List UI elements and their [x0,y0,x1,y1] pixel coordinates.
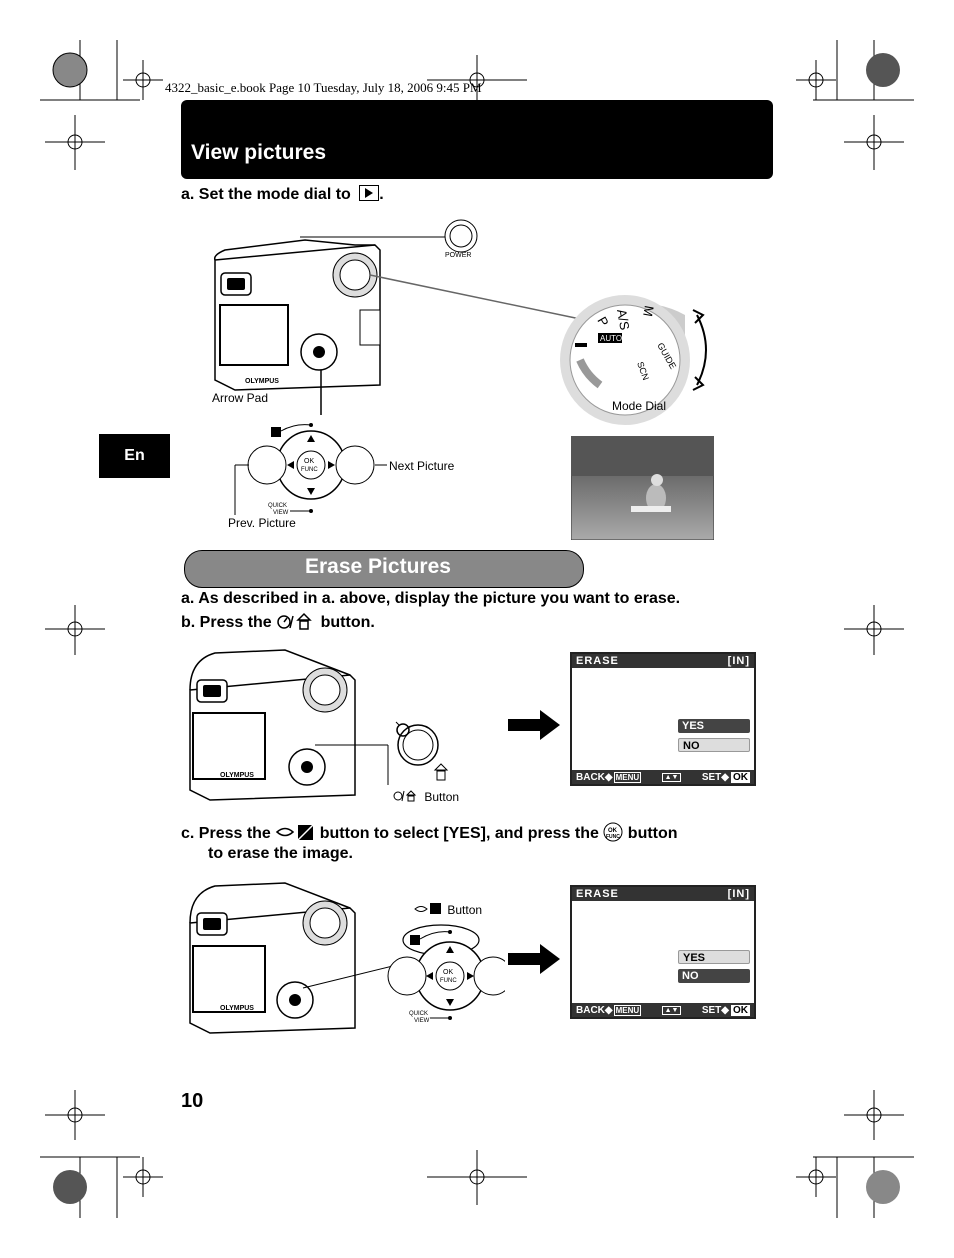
self-timer-button-caption: Button [393,789,459,804]
svg-text:QUICK: QUICK [409,1011,428,1017]
svg-text:AUTO: AUTO [600,334,622,343]
power-label: POWER [445,252,472,259]
section-title-erase: Erase Pictures [305,555,451,578]
language-tab: En [99,434,170,478]
button-caption-text: Button [424,790,460,804]
svg-text:OLYMPUS: OLYMPUS [220,772,254,779]
svg-text:FUNC: FUNC [606,834,620,840]
erase-screen-titlebar-2: ERASE [IN] [572,887,754,901]
svg-text:OLYMPUS: OLYMPUS [220,1005,254,1012]
step-a-view: a. Set the mode dial to . [181,185,384,204]
erase-screen-title-2: ERASE [576,888,619,900]
prev-picture-label: Prev. Picture [228,516,296,530]
exposure-button-icon [275,823,315,841]
svg-text:FUNC: FUNC [440,978,457,984]
step-c-text-1: c. Press the [181,825,271,842]
svg-text:OK: OK [608,828,618,834]
svg-text:FUNC: FUNC [301,467,318,473]
book-header: 4322_basic_e.book Page 10 Tuesday, July … [165,80,482,95]
step-c-text-3: button [627,825,678,842]
erase-screen-2: ERASE [IN] YES NO BACK◆MENU ▲▼ SET◆OK [570,885,756,1019]
memory-indicator-2: [IN] [727,888,750,900]
set-hint-2: SET◆OK [701,1004,750,1016]
erase-screen-footer: BACK◆MENU ▲▼ SET◆OK [572,770,754,784]
svg-text:VIEW: VIEW [414,1018,430,1024]
erase-screen-1: ERASE [IN] YES NO BACK◆MENU ▲▼ SET◆OK [570,652,756,786]
no-option-2[interactable]: NO [678,969,750,983]
yes-option[interactable]: YES [678,719,750,733]
updown-icon-2: ▲▼ [661,1005,682,1015]
erase-header-pill [184,550,584,588]
step-c-erase: c. Press the button to select [YES], and… [181,822,781,843]
arrow-pad-label: Arrow Pad [212,391,269,405]
step-a-erase: a. As described in a. above, display the… [181,590,681,607]
mode-dial-label: Mode Dial [612,399,667,413]
erase-screen-title: ERASE [576,655,619,667]
playback-icon [359,185,380,201]
step-a-text: a. Set the mode dial to [181,186,351,203]
section-title-view: View pictures [191,141,327,164]
erase-screen-footer-2: BACK◆MENU ▲▼ SET◆OK [572,1003,754,1017]
right-arrow-icon [508,710,560,740]
svg-text:OK: OK [304,458,314,465]
svg-text:OK: OK [443,969,453,976]
step-b-suffix: button. [320,614,375,631]
svg-text:QUICK: QUICK [268,503,287,509]
step-b-erase: b. Press the button. [181,612,375,632]
svg-text:M: M [640,304,657,317]
step-b-text: b. Press the [181,614,272,631]
camera-illustration-select: OLYMPUS OK FUNC QUICK VIEW [189,882,505,1034]
self-timer-erase-small-icon [393,789,421,802]
svg-text:A/S: A/S [614,308,632,332]
back-hint-2: BACK◆MENU [576,1004,642,1016]
yes-option-2[interactable]: YES [678,950,750,964]
updown-icon: ▲▼ [661,772,682,782]
set-hint: SET◆OK [701,771,750,783]
right-arrow-icon-2 [508,944,560,974]
step-c-line2: to erase the image. [208,845,353,862]
section-header-bar [181,100,773,179]
self-timer-erase-icon [276,612,316,630]
svg-text:OLYMPUS: OLYMPUS [245,378,279,385]
step-a-suffix: . [379,186,384,203]
back-hint: BACK◆MENU [576,771,642,783]
camera-illustration-view: OLYMPUS P A/S M AUTO GUIDE SCN OK FUNC Q… [213,236,707,516]
playback-photo [571,436,714,540]
no-option[interactable]: NO [678,738,750,752]
exposure-small-icon [414,902,444,914]
step-c-text-2: button to select [YES], and press the [319,825,599,842]
exposure-button-caption: Button [414,902,482,917]
next-picture-label: Next Picture [389,459,455,473]
button-caption-text-c: Button [447,903,483,917]
page-number: 10 [181,1090,204,1112]
svg-text:VIEW: VIEW [273,510,289,516]
memory-indicator: [IN] [727,655,750,667]
power-button-icon [444,219,478,253]
camera-illustration-erase: OLYMPUS [189,649,449,801]
erase-screen-titlebar: ERASE [IN] [572,654,754,668]
